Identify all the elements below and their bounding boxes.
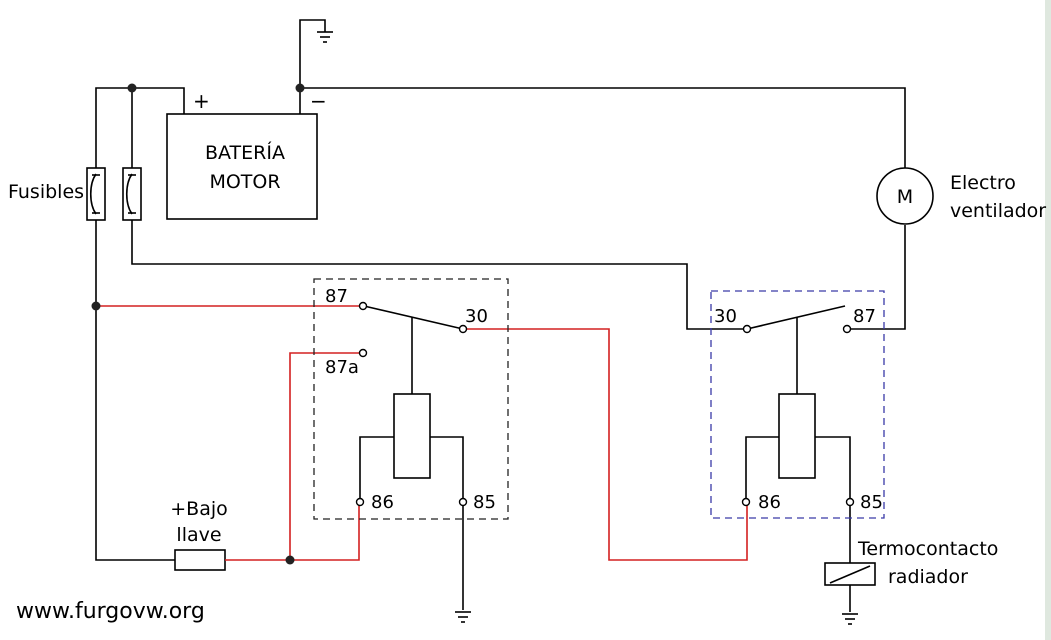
relay1-terminal-87a: 87a xyxy=(325,357,359,378)
relay1-terminal-86: 86 xyxy=(371,492,394,513)
junction-nodes xyxy=(91,83,305,565)
fan-label-line1: Electro xyxy=(950,172,1016,194)
fuses-label: Fusibles xyxy=(8,181,84,203)
relay2-terminal-86: 86 xyxy=(758,492,781,513)
relay2-terminal-87: 87 xyxy=(853,306,876,327)
relay-1: 87 30 87a 86 85 xyxy=(313,278,509,520)
ground-symbol-thermo xyxy=(842,613,858,625)
ignition-label-line2: llave xyxy=(176,524,221,546)
fuse-1 xyxy=(86,167,106,221)
watermark-text: www.furgovw.org xyxy=(16,599,205,624)
ignition-switch: +Bajo llave xyxy=(170,498,228,571)
thermo-label-line2: radiador xyxy=(888,566,968,588)
battery: BATERÍA MOTOR + − xyxy=(166,89,327,220)
fan-motor: M Electro ventilador xyxy=(876,167,1046,225)
fan-label-line2: ventilador xyxy=(950,200,1046,222)
battery-label-line2: MOTOR xyxy=(209,171,280,193)
power-wiring xyxy=(95,87,906,612)
right-edge-strip xyxy=(1045,0,1051,640)
battery-minus-sign: − xyxy=(310,89,327,113)
battery-label-line1: BATERÍA xyxy=(205,141,285,164)
relay1-terminal-85: 85 xyxy=(473,492,496,513)
relay1-terminal-30: 30 xyxy=(465,306,488,327)
motor-symbol: M xyxy=(897,186,913,208)
battery-plus-sign: + xyxy=(193,89,210,113)
relay-2: 30 87 86 85 xyxy=(710,290,885,519)
signal-wiring xyxy=(96,305,748,561)
ground-symbol-top xyxy=(299,19,333,88)
thermo-label-line1: Termocontacto xyxy=(857,538,998,560)
relay2-terminal-30: 30 xyxy=(714,306,737,327)
ground-symbol-relay1 xyxy=(455,611,471,623)
thermo-switch: Termocontacto radiador xyxy=(824,538,998,588)
fuse-2 xyxy=(122,167,142,221)
relay1-terminal-87: 87 xyxy=(325,286,348,307)
ignition-label-line1: +Bajo xyxy=(170,498,228,520)
relay2-terminal-85: 85 xyxy=(860,492,883,513)
